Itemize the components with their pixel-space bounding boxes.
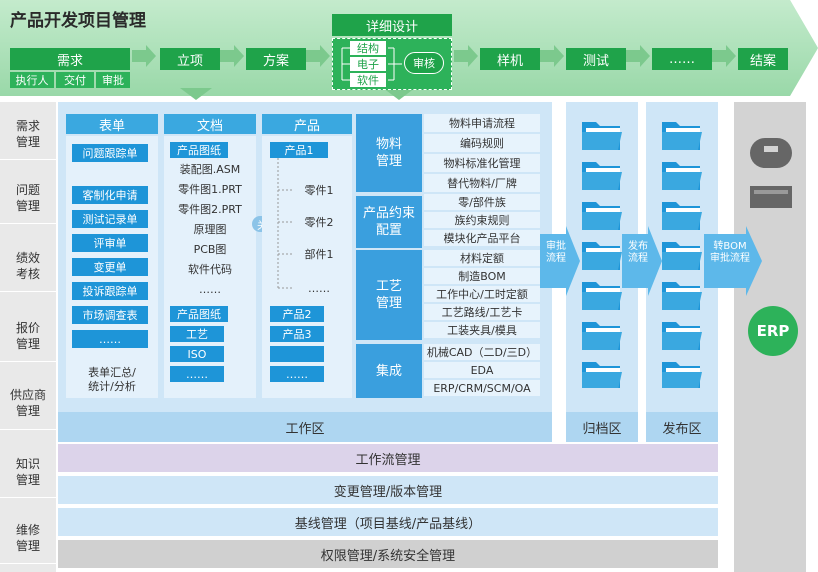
form-market-survey[interactable]: 市场调查表 (72, 306, 148, 324)
phase-etc: …… (652, 48, 712, 70)
erp-badge: ERP (748, 306, 798, 356)
page-title: 产品开发项目管理 (10, 11, 146, 31)
doc-etc[interactable]: …… (170, 366, 224, 382)
doc-part2[interactable]: 零件图2.PRT (170, 201, 250, 217)
cfg-item-3[interactable]: 模块化产品平台 (424, 230, 540, 246)
form-review[interactable]: 评审单 (72, 234, 148, 252)
detail-sub-software: 软件 (350, 73, 386, 87)
product-blank[interactable] (270, 346, 324, 362)
proc-item-2[interactable]: 制造BOM (424, 268, 540, 284)
form-issue-tracking[interactable]: 问题跟踪单 (72, 144, 148, 162)
zone-release: 发布区 (646, 412, 718, 442)
detail-connector-lines (341, 47, 402, 81)
zone-work: 工作区 (58, 412, 552, 442)
bom-flow-label: 转BOM 审批流程 (710, 241, 750, 264)
req-sub-deliver: 交付 (56, 72, 94, 88)
phase-initiation: 立项 (160, 48, 220, 70)
cat-material: 物料 管理 (356, 114, 422, 192)
approval-arrow (540, 226, 580, 296)
form-custom-request[interactable]: 客制化申请 (72, 186, 148, 204)
cfg-item-1[interactable]: 零/部件族 (424, 194, 540, 210)
left-cat-issue: 问题 管理 (0, 172, 56, 224)
int-item-2[interactable]: EDA (424, 362, 540, 378)
proc-item-1[interactable]: 材料定额 (424, 250, 540, 266)
doc-part1[interactable]: 零件图1.PRT (170, 181, 250, 197)
doc-assembly[interactable]: 装配图.ASM (170, 161, 250, 177)
forms-summary: 表单汇总/ 统计/分析 (88, 366, 136, 393)
phase-close: 结案 (738, 48, 788, 70)
part-more[interactable]: …… (308, 281, 330, 295)
release-flow-label: 发布 流程 (628, 241, 648, 264)
release-arrow (622, 226, 662, 296)
band-change-version: 变更管理/版本管理 (58, 476, 718, 504)
component-1[interactable]: 部件1 (304, 248, 334, 261)
left-cat-supplier: 供应商 管理 (0, 376, 56, 430)
part-2[interactable]: 零件2 (304, 216, 334, 229)
band-baseline: 基线管理（项目基线/产品基线） (58, 508, 718, 536)
docs-header: 文档 (164, 114, 256, 134)
doc-software-code[interactable]: 软件代码 (170, 261, 250, 277)
int-item-1[interactable]: 机械CAD（二D/三D） (424, 344, 540, 360)
band-permission: 权限管理/系统安全管理 (58, 540, 718, 568)
docs-group1[interactable]: 产品图纸 (170, 142, 228, 158)
cat-process: 工艺 管理 (356, 250, 422, 340)
doc-process[interactable]: 工艺 (170, 326, 224, 342)
req-sub-approve: 审批 (96, 72, 130, 88)
doc-iso[interactable]: ISO (170, 346, 224, 362)
doc-pcb[interactable]: PCB图 (170, 241, 250, 257)
phase-prototype: 样机 (480, 48, 540, 70)
mat-item-3[interactable]: 物料标准化管理 (424, 154, 540, 172)
phase-test: 测试 (566, 48, 626, 70)
cat-integration: 集成 (356, 344, 422, 398)
product-more[interactable]: …… (270, 366, 324, 382)
product-tree-lines (277, 158, 292, 289)
products-header: 产品 (262, 114, 352, 134)
mat-item-4[interactable]: 替代物料/厂牌 (424, 174, 540, 192)
detail-sub-structure: 结构 (350, 41, 386, 55)
mat-item-1[interactable]: 物料申请流程 (424, 114, 540, 132)
form-more[interactable]: …… (72, 330, 148, 348)
req-sub-executor: 执行人 (10, 72, 54, 88)
docs-group2[interactable]: 产品图纸 (170, 306, 228, 322)
product-3[interactable]: 产品3 (270, 326, 324, 342)
left-cat-maintenance: 维修 管理 (0, 512, 56, 564)
cfg-item-2[interactable]: 族约束规则 (424, 212, 540, 228)
cat-config: 产品约束 配置 (356, 196, 422, 248)
mat-item-2[interactable]: 编码规则 (424, 134, 540, 152)
detail-sub-electronic: 电子 (350, 57, 386, 71)
proc-item-4[interactable]: 工艺路线/工艺卡 (424, 304, 540, 320)
band-workflow: 工作流管理 (58, 444, 718, 472)
part-1[interactable]: 零件1 (304, 184, 334, 197)
server-icon (750, 138, 792, 208)
proc-item-3[interactable]: 工作中心/工时定额 (424, 286, 540, 302)
detail-review: 审核 (404, 52, 444, 74)
form-change[interactable]: 变更单 (72, 258, 148, 276)
proc-item-5[interactable]: 工装夹具/模具 (424, 322, 540, 338)
approval-flow-label: 审批 流程 (546, 241, 566, 264)
release-folders (662, 122, 702, 388)
left-cat-quote: 报价 管理 (0, 310, 56, 362)
doc-more[interactable]: …… (170, 281, 250, 297)
int-item-3[interactable]: ERP/CRM/SCM/OA (424, 380, 540, 396)
phase-proposal: 方案 (246, 48, 306, 70)
product-2[interactable]: 产品2 (270, 306, 324, 322)
left-cat-requirement: 需求 管理 (0, 108, 56, 160)
bom-arrow (704, 226, 762, 296)
form-complaint-tracking[interactable]: 投诉跟踪单 (72, 282, 148, 300)
left-cat-performance: 绩效 考核 (0, 240, 56, 292)
forms-header: 表单 (66, 114, 158, 134)
archive-folders (582, 122, 622, 388)
left-cat-knowledge: 知识 管理 (0, 446, 56, 498)
phase-requirement: 需求 (10, 48, 130, 70)
doc-schematic[interactable]: 原理图 (170, 221, 250, 237)
product-1[interactable]: 产品1 (270, 142, 328, 158)
form-test-record[interactable]: 测试记录单 (72, 210, 148, 228)
zone-archive: 归档区 (566, 412, 638, 442)
phase-detail-design: 详细设计 (332, 14, 452, 36)
